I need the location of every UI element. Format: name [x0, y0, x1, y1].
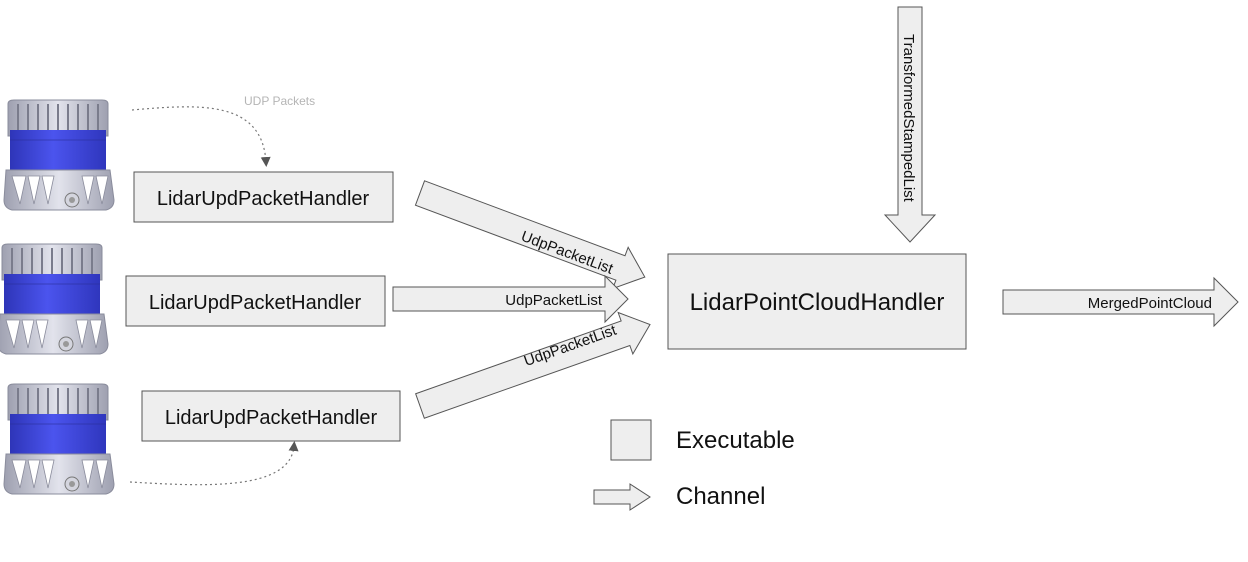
channel-arrow-bottom[interactable]: UdpPacketList: [413, 304, 658, 427]
udp-connector-top: [131, 106, 271, 167]
legend-channel-swatch: [593, 483, 651, 511]
channel-label-middle: UdpPacketList: [505, 292, 603, 309]
handler-box-1[interactable]: LidarUpdPacketHandler: [133, 171, 394, 223]
channel-label-input: TransformedStampedList: [900, 34, 917, 203]
handler-label: LidarUpdPacketHandler: [165, 407, 378, 429]
legend-channel-label: Channel: [676, 483, 765, 510]
lidar-sensor-icon: [0, 243, 109, 355]
channel-label-output: MergedPointCloud: [1088, 295, 1212, 312]
point-cloud-handler-box[interactable]: LidarPointCloudHandler: [667, 253, 967, 350]
point-cloud-handler-label: LidarPointCloudHandler: [690, 289, 945, 316]
channel-arrow-middle[interactable]: UdpPacketList: [392, 274, 629, 324]
handler-label: LidarUpdPacketHandler: [157, 188, 370, 210]
channel-arrow-output[interactable]: MergedPointCloud: [1002, 276, 1239, 328]
channel-arrow-input[interactable]: TransformedStampedList: [883, 6, 937, 243]
lidar-sensor-icon: [3, 383, 115, 495]
handler-label: LidarUpdPacketHandler: [149, 292, 362, 314]
legend-executable-label: Executable: [676, 427, 795, 454]
channel-arrow-top[interactable]: UdpPacketList: [412, 172, 652, 297]
handler-box-2[interactable]: LidarUpdPacketHandler: [125, 275, 386, 327]
lidar-sensor-icon: [3, 99, 115, 211]
legend-executable-swatch: [610, 419, 652, 461]
udp-packets-label: UDP Packets: [244, 94, 315, 108]
legend: Executable Channel: [593, 419, 795, 511]
udp-connector-bottom: [129, 441, 299, 486]
handler-box-3[interactable]: LidarUpdPacketHandler: [141, 390, 401, 442]
